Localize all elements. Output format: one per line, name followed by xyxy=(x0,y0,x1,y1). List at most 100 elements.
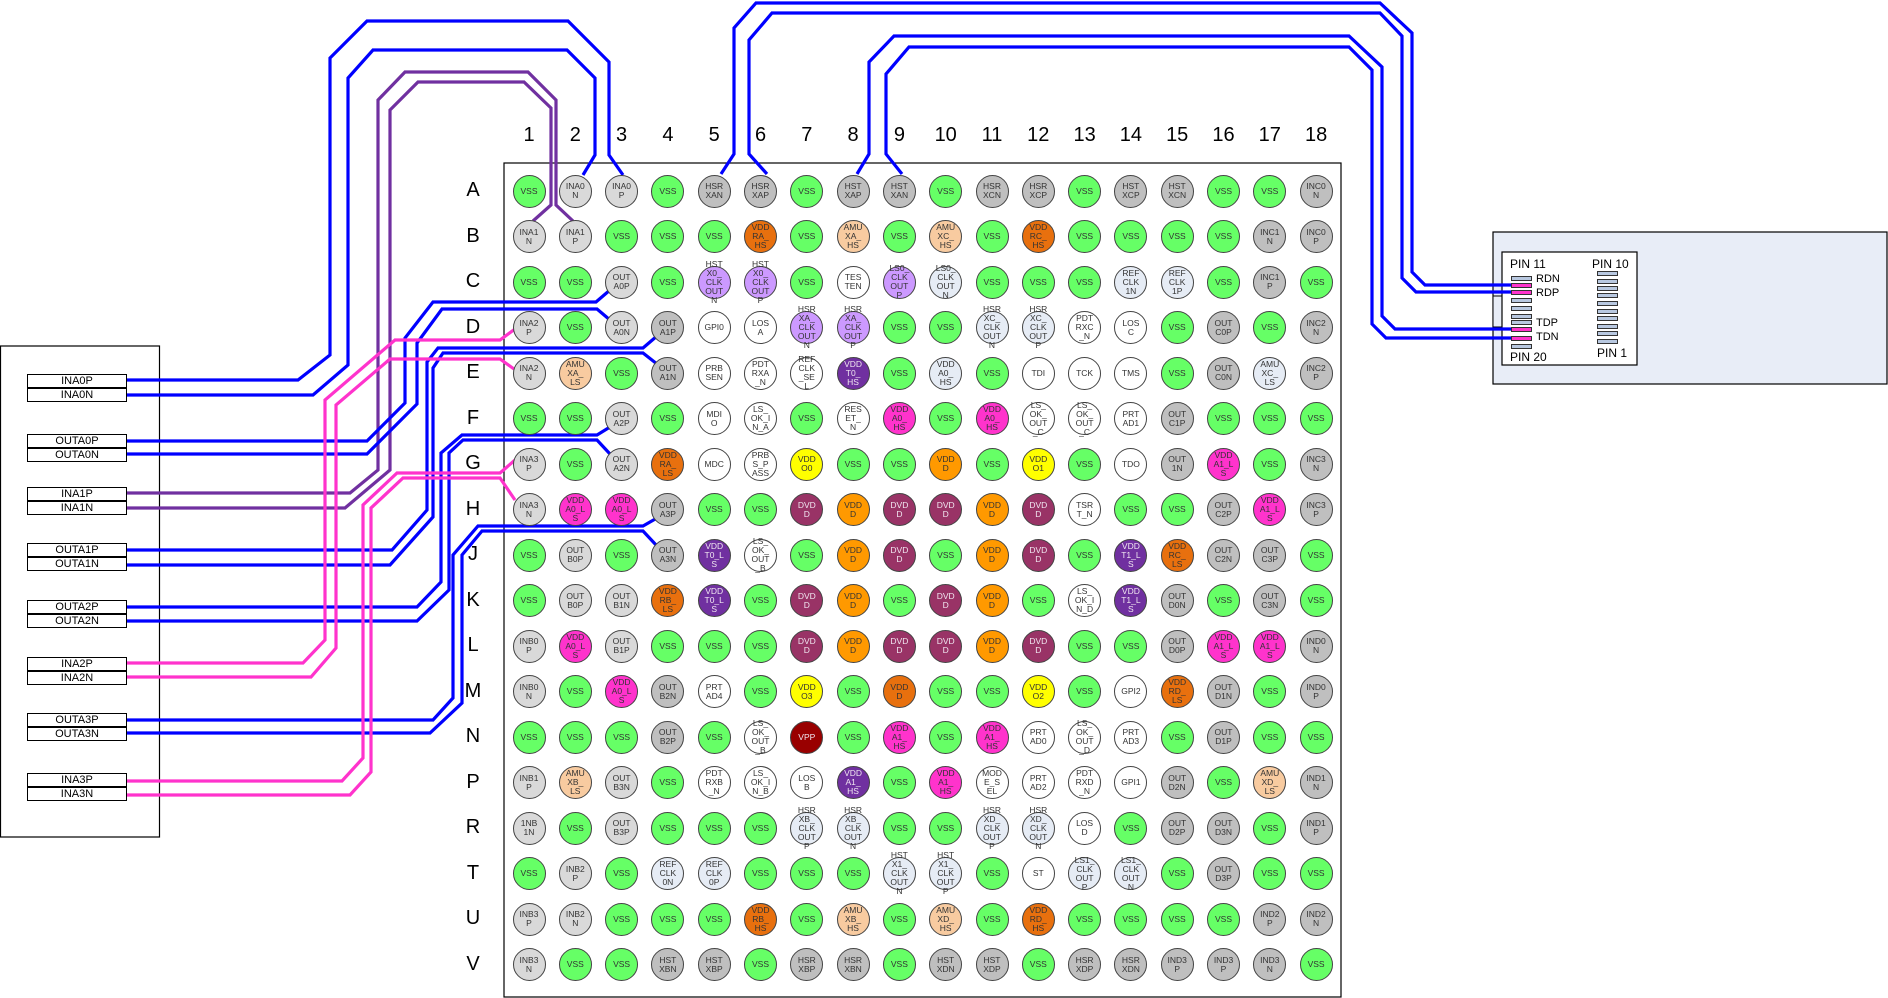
ball-R3: OUT B3P xyxy=(605,811,639,845)
ball-label: DVD D xyxy=(797,636,816,655)
left-pin-ina2n: INA2N xyxy=(27,671,127,685)
wire-outa2n xyxy=(127,438,612,623)
ball-N3: VSS xyxy=(605,720,639,754)
ball-label: HSR XDP xyxy=(1075,954,1094,974)
ball-label: VSS xyxy=(890,913,908,924)
ball-label: PDT RXD _N xyxy=(1075,768,1094,796)
ball-label: VSS xyxy=(798,549,816,560)
ball-G17: VSS xyxy=(1253,447,1287,481)
ball-label: VSS xyxy=(751,822,769,833)
ball-G9: VSS xyxy=(882,447,916,481)
ball-K17: OUT C3N xyxy=(1253,584,1287,617)
ball-label: DVD D xyxy=(797,590,816,610)
ball-D12: HSR XC_ CLK OUT P xyxy=(1021,305,1055,350)
ball-B1: INA1 N xyxy=(512,220,546,253)
row-label-U: U xyxy=(465,907,481,929)
ball-H14: VSS xyxy=(1114,493,1148,526)
ball-H12: DVD D xyxy=(1021,493,1055,526)
ball-label: VSS xyxy=(566,413,584,423)
ball-F5: MDI O xyxy=(697,402,731,435)
ball-B3: VSS xyxy=(605,220,639,253)
ball-D17: VSS xyxy=(1253,311,1287,344)
row-label-E: E xyxy=(466,361,480,383)
ball-label: OUT B0P xyxy=(566,590,585,610)
ball-L8: VDD D xyxy=(836,629,870,663)
ball-label: PRT AD0 xyxy=(1029,727,1047,746)
ball-P9: VSS xyxy=(882,766,916,799)
ball-D7: HSR XA_ CLK OUT N xyxy=(790,305,824,350)
connector-pin-bar xyxy=(1597,316,1618,321)
ball-V5: HST XBP xyxy=(697,948,731,981)
ball-U5: VSS xyxy=(697,902,731,936)
connector-pin-bar xyxy=(1597,309,1618,314)
ball-label: IND3 P xyxy=(1213,954,1234,974)
ball-V16: IND3 P xyxy=(1207,948,1240,981)
ball-G1: INA3 P xyxy=(512,447,546,481)
ball-U9: VSS xyxy=(882,902,916,936)
ball-label: LOS D xyxy=(1076,818,1094,837)
connector-pin-bar xyxy=(1511,290,1532,295)
ball-label: VSS xyxy=(1168,913,1186,924)
column-label-12: 12 xyxy=(1027,124,1050,146)
ball-T16: OUT D3P xyxy=(1207,857,1240,890)
ball-label: VSS xyxy=(1307,549,1325,560)
ball-label: OUT D1N xyxy=(1214,681,1233,701)
ball-A15: HST XCN xyxy=(1160,174,1194,208)
ball-F8: RES ET_ N xyxy=(836,402,870,435)
ball-H7: DVD D xyxy=(790,493,824,526)
row-label-V: V xyxy=(466,952,480,975)
ball-label: VSS xyxy=(983,367,1001,378)
ball-L5: VSS xyxy=(697,629,731,663)
ball-label: VSS xyxy=(705,504,723,514)
ball-label: VDD T0_L S xyxy=(704,586,724,614)
ball-label: ST xyxy=(1032,868,1044,878)
ball-J11: VDD D xyxy=(975,538,1009,572)
ball-M10: VSS xyxy=(929,675,963,708)
ball-B9: VSS xyxy=(882,220,916,253)
ball-B10: AMU XC_ HS xyxy=(929,220,963,253)
ball-N11: VDD A1_ HS xyxy=(975,720,1009,754)
ball-label: VSS xyxy=(1076,231,1094,241)
ball-J17: OUT C3P xyxy=(1253,538,1287,572)
ball-label: VSS xyxy=(1122,822,1140,833)
ball-label: VDD RB_ HS xyxy=(751,904,770,933)
ball-R15: OUT D2P xyxy=(1160,811,1194,845)
ball-label: REF CLK _SE L xyxy=(798,354,816,391)
ball-N4: OUT B2P xyxy=(651,720,685,754)
ball-label: VSS xyxy=(659,822,677,833)
ball-label: GPI1 xyxy=(1121,777,1141,787)
left-pin-ina0n: INA0N xyxy=(27,388,127,402)
connector-pin-bar xyxy=(1511,276,1532,281)
ball-label: VSS xyxy=(659,413,677,423)
ball-B5: VSS xyxy=(697,220,731,253)
ball-U2: INB2 N xyxy=(558,902,592,936)
ball-label: VSS xyxy=(1122,504,1140,514)
ball-label: VSS xyxy=(705,640,723,651)
ball-L13: VSS xyxy=(1068,629,1102,663)
connector-pin-bar xyxy=(1597,293,1618,298)
ball-K13: LS_ OK_I N_D xyxy=(1068,584,1102,617)
ball-label: INA0 P xyxy=(612,181,632,200)
ball-label: OUT B0P xyxy=(566,545,585,564)
ball-H11: VDD D xyxy=(975,493,1009,526)
ball-V8: HSR XBN xyxy=(836,948,870,981)
ball-U7: VSS xyxy=(790,902,824,936)
ball-label: VSS xyxy=(1076,913,1094,924)
ball-label: OUT C1P xyxy=(1168,408,1187,428)
ball-label: TSR T_N xyxy=(1076,499,1094,519)
column-label-6: 6 xyxy=(754,124,767,146)
ball-label: VDD A0_L S xyxy=(611,677,632,705)
ball-E2: AMU XA_ LS xyxy=(558,356,592,390)
ball-label: OUT B3N xyxy=(612,772,631,792)
ball-V10: HST XDN xyxy=(929,948,963,981)
ball-label: VSS xyxy=(890,822,908,833)
ball-F4: VSS xyxy=(651,402,685,435)
ball-A7: VSS xyxy=(790,174,824,208)
ball-label: VDD A1_ HS xyxy=(844,768,863,796)
ball-label: VDD T1_L S xyxy=(1121,586,1141,614)
ball-label: OUT A3P xyxy=(658,499,677,519)
ball-label: HSR XBP xyxy=(797,954,816,974)
ball-D5: GPI0 xyxy=(697,311,731,344)
ball-N13: LS_ OK_ OUT _D xyxy=(1068,719,1102,755)
ball-label: INB2 N xyxy=(565,909,585,928)
